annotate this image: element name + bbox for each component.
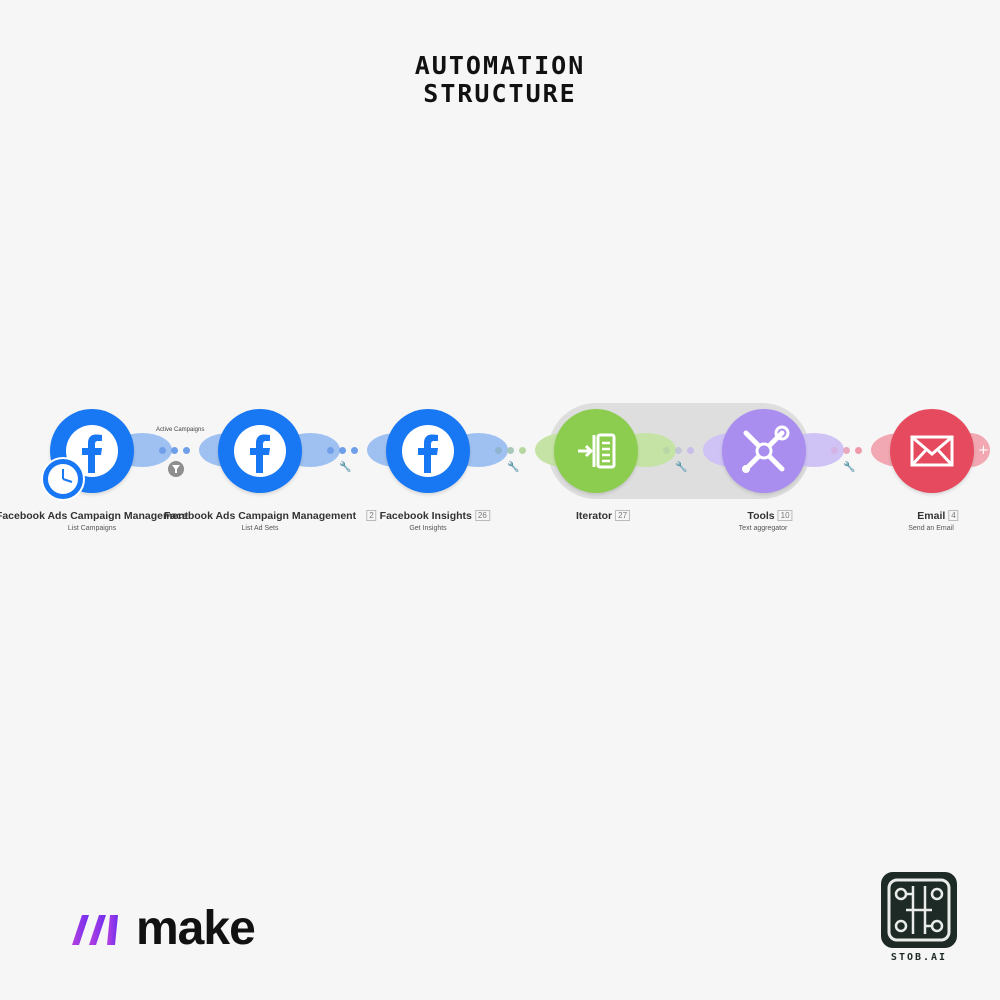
connection-dot (327, 447, 334, 454)
connection-dot (339, 447, 346, 454)
connection-dot (843, 447, 850, 454)
wrench-icon[interactable]: 🔧 (507, 462, 520, 473)
connection-dot (183, 447, 190, 454)
wrench-icon[interactable]: 🔧 (675, 462, 688, 473)
wrench-icon[interactable]: 🔧 (843, 462, 856, 473)
connection-dot (519, 447, 526, 454)
connection-dot (351, 447, 358, 454)
module-label: Facebook Ads Campaign Management (164, 510, 356, 522)
module-label: Facebook Ads Campaign Management (0, 510, 188, 522)
make-logo-mark (72, 915, 118, 945)
module-badge: 2 (366, 510, 377, 521)
stob-logo: STOB.AI (876, 872, 962, 963)
envelope-icon (910, 435, 954, 467)
module-subtitle: List Ad Sets (241, 525, 279, 532)
tools-icon (742, 425, 790, 473)
module-subtitle: Text aggregator (738, 525, 788, 532)
connection-dot (675, 447, 682, 454)
filter-icon[interactable] (168, 461, 184, 477)
facebook-icon (402, 425, 454, 477)
module-badge: 27 (615, 510, 631, 521)
connection-dot (663, 447, 670, 454)
title-line-2: STRUCTURE (423, 79, 577, 108)
module-subtitle: Get Insights (409, 525, 447, 532)
module-badge: 10 (777, 510, 793, 521)
module-tools-text-aggregator[interactable] (722, 409, 806, 493)
module-name: Facebook Insights (379, 510, 472, 522)
plus-icon[interactable]: + (978, 443, 989, 458)
iterator-icon (578, 433, 616, 469)
module-name: Tools (747, 510, 775, 522)
circuit-icon (881, 872, 957, 948)
connection-dot (507, 447, 514, 454)
connection-dot (855, 447, 862, 454)
module-subtitle: List Campaigns (67, 525, 117, 532)
module-badge: 4 (948, 510, 959, 521)
make-logo: make (72, 901, 256, 955)
title-line-1: AUTOMATION (414, 51, 586, 80)
schedule-clock-icon[interactable] (41, 457, 85, 501)
connection-dot (171, 447, 178, 454)
filter-label: Active Campaigns (156, 427, 205, 433)
module-iterator[interactable] (554, 409, 638, 493)
make-wordmark: make (136, 901, 256, 955)
module-facebook-insights[interactable] (386, 409, 470, 493)
facebook-icon (234, 425, 286, 477)
connection-dot (495, 447, 502, 454)
scenario-canvas: + Active Campaigns 🔧 🔧 🔧 🔧 (0, 403, 990, 532)
module-name: Iterator (575, 510, 613, 522)
connection-dot (831, 447, 838, 454)
module-name: Facebook Ads Campaign Management (163, 510, 357, 522)
wrench-icon[interactable]: 🔧 (339, 462, 352, 473)
module-facebook-ads-list-ad-sets[interactable] (218, 409, 302, 493)
connection-dot (159, 447, 166, 454)
connection-dot (687, 447, 694, 454)
module-name: Facebook Ads Campaign Management (0, 510, 189, 522)
module-name: Email (917, 510, 946, 522)
module-subtitle: Send an Email (908, 525, 954, 532)
module-email-send[interactable] (890, 409, 974, 493)
page-title: AUTOMATION STRUCTURE (0, 52, 1000, 108)
stob-wordmark: STOB.AI (890, 952, 948, 963)
module-badge: 26 (474, 510, 490, 521)
